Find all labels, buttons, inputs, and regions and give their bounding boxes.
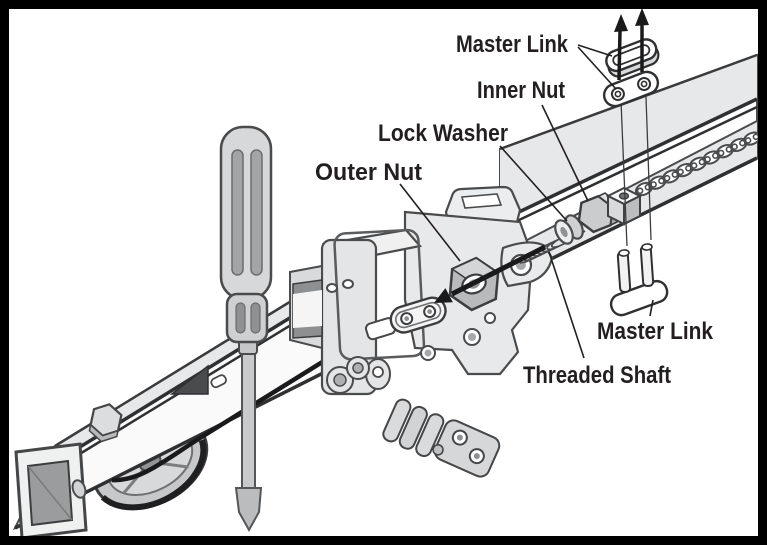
leader-outer-nut (399, 183, 461, 262)
master-link-top-part (602, 8, 660, 247)
master-link-pins (616, 243, 655, 294)
label-lock-washer: Lock Washer (378, 120, 508, 147)
leader-lines (399, 44, 654, 359)
leader-master-link-top (577, 44, 613, 57)
rail-arrow-mark (169, 364, 227, 395)
alignment-line (620, 100, 628, 247)
label-outer-nut: Outer Nut (315, 159, 422, 186)
drive-chain-icon (634, 131, 762, 197)
label-threaded-shaft: Threaded Shaft (523, 362, 671, 389)
rail-end-cap (14, 442, 88, 540)
release-bail-wire (333, 228, 426, 361)
master-link-bottom-part (609, 243, 669, 317)
cable-icon (111, 331, 371, 483)
leader-master-link-top (577, 46, 617, 90)
alignment-line (645, 96, 652, 241)
removal-arrow-icon (434, 244, 547, 303)
leader-threaded-shaft (548, 251, 585, 359)
screwdriver-icon (219, 125, 273, 533)
leader-master-link-bottom (649, 299, 654, 317)
chain-connector (605, 186, 643, 226)
up-arrow-icon (614, 8, 649, 81)
hex-bolt-icon (88, 403, 123, 443)
label-master-link-bottom: Master Link (597, 318, 714, 345)
label-master-link-top: Master Link (456, 31, 569, 58)
release-lever (382, 398, 501, 478)
trolley (289, 185, 554, 478)
label-inner-nut: Inner Nut (477, 77, 565, 104)
leader-inner-nut (541, 104, 589, 202)
leader-lock-washer (499, 145, 568, 222)
master-link-plate (602, 70, 660, 108)
